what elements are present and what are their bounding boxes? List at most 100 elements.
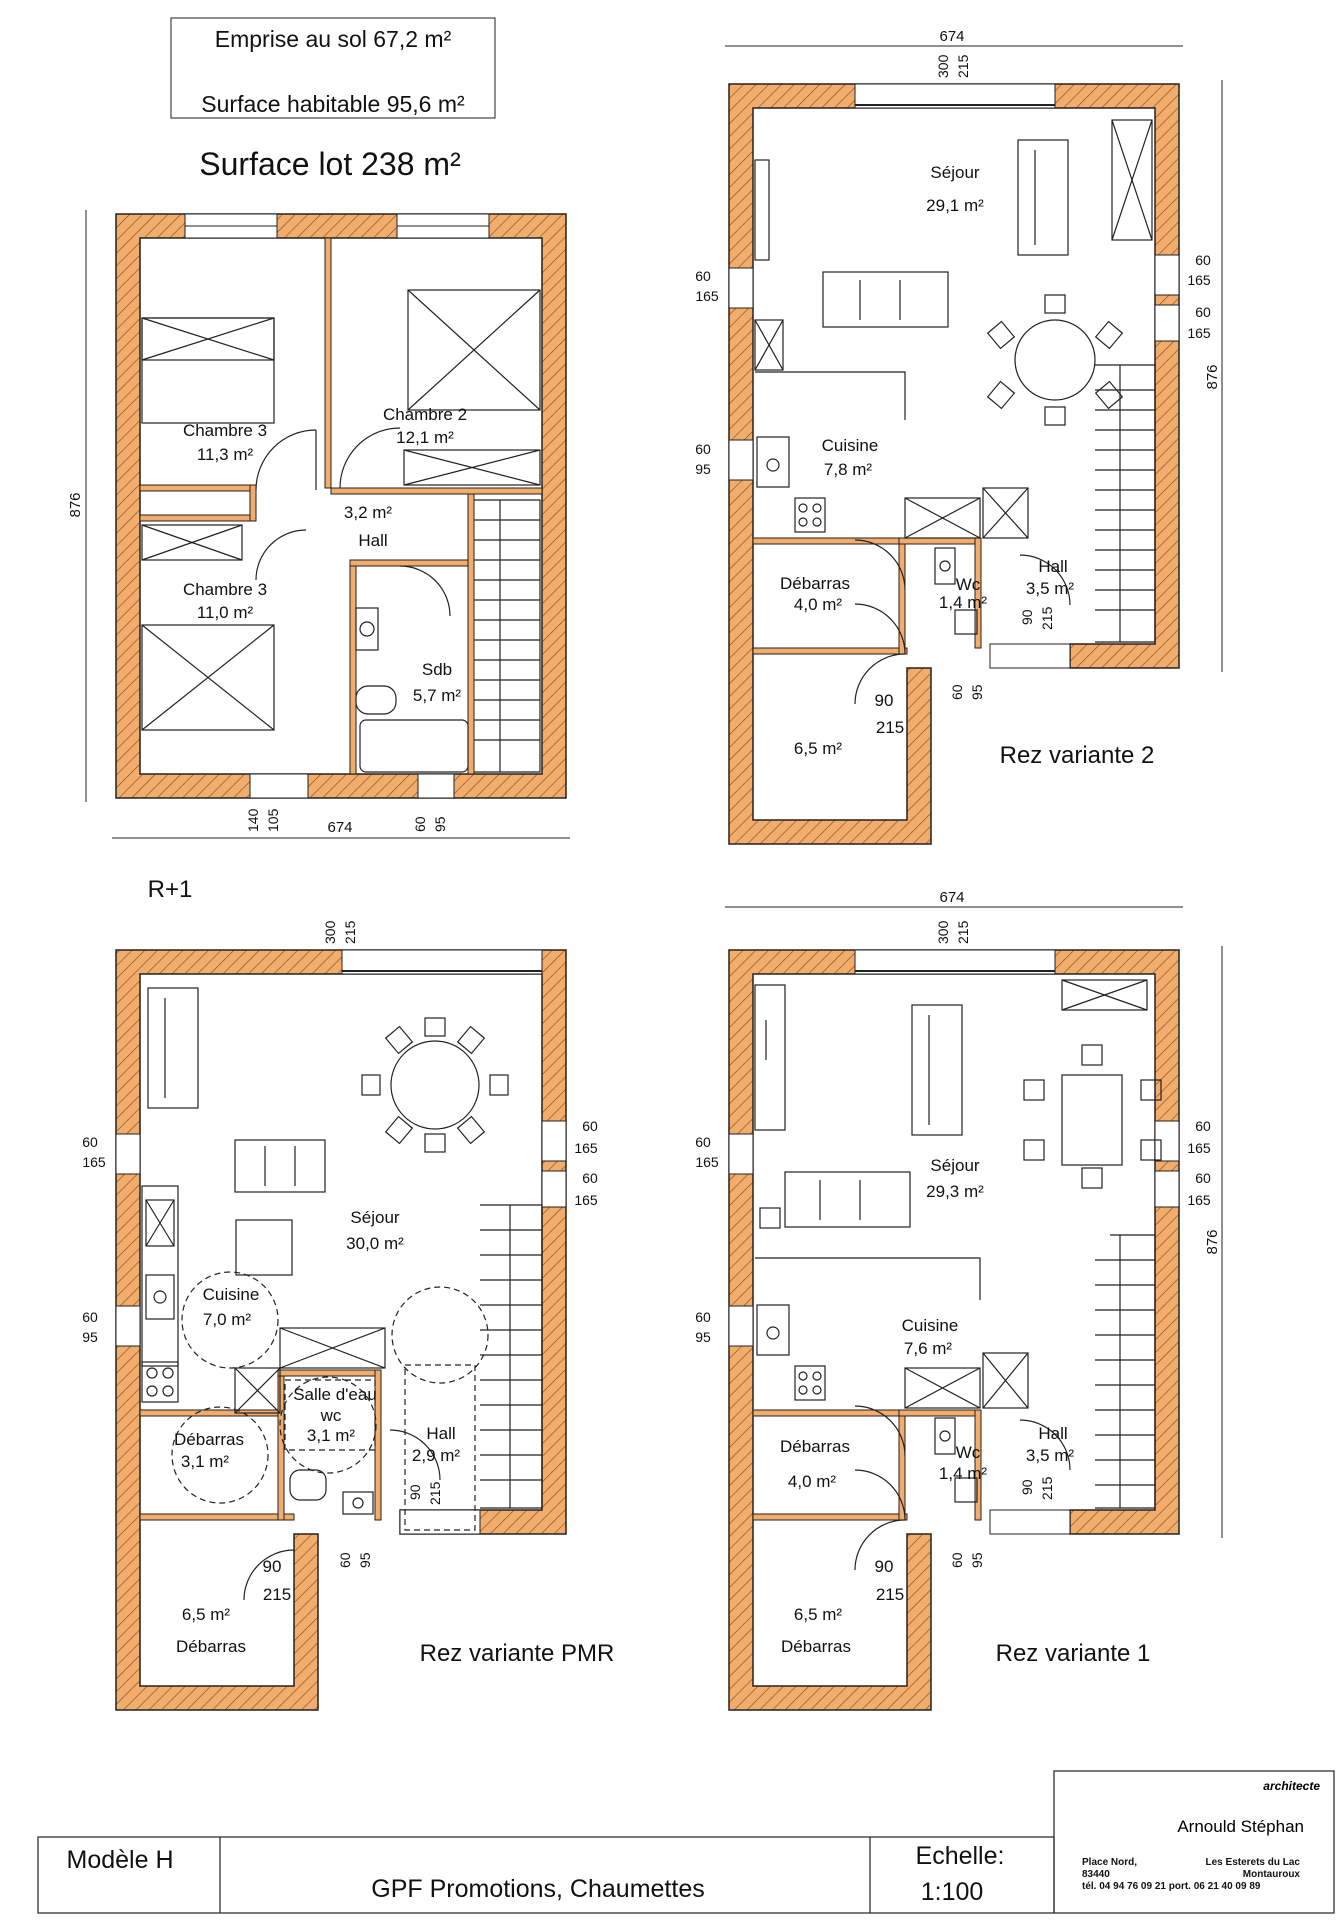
r1-room-name: Hall xyxy=(358,531,387,550)
surface-box xyxy=(170,17,496,119)
v1-room-name: Débarras xyxy=(781,1637,851,1656)
pmr-opening-w: 60 xyxy=(337,1552,353,1568)
pmr-opening-h: 165 xyxy=(574,1192,598,1208)
v2-room-name: Cuisine xyxy=(822,436,879,455)
v1-opening-h: 165 xyxy=(695,1154,719,1170)
v1-opening-w: 60 xyxy=(1195,1118,1211,1134)
pmr-opening-w: 60 xyxy=(82,1309,98,1325)
v1-opening-h: 95 xyxy=(969,1552,985,1568)
r1-window xyxy=(249,773,309,799)
v2-room-area: 3,5 m² xyxy=(1026,579,1075,598)
architect-name: Arnould Stéphan xyxy=(1177,1817,1304,1836)
v2-opening-w: 60 xyxy=(1195,252,1211,268)
r1-room-area: 12,1 m² xyxy=(396,428,454,447)
v2-room-name: Wc xyxy=(956,575,981,594)
v2-door xyxy=(989,643,1071,669)
surface-lot-text: Surface lot 238 m² xyxy=(199,146,461,182)
v2-opening-h: 215 xyxy=(1039,606,1055,630)
v2-room-area: 7,8 m² xyxy=(824,460,873,479)
surface-habitable-text: Surface habitable 95,6 m² xyxy=(201,91,465,117)
pmr-room-name: Salle d'eau xyxy=(293,1385,377,1404)
v1-opening-w: 60 xyxy=(695,1134,711,1150)
address-left-2: 83440 xyxy=(1082,1869,1110,1880)
v1-window xyxy=(1154,1120,1180,1162)
r1-room-area: 11,3 m² xyxy=(197,445,254,464)
v2-window xyxy=(728,439,754,481)
v2-height-dim: 876 xyxy=(1204,364,1221,389)
v1-door-h: 215 xyxy=(876,1585,904,1604)
v1-opening-w: 60 xyxy=(695,1309,711,1325)
r1-room-name: Sdb xyxy=(422,660,452,679)
pmr-room-area: 3,1 m² xyxy=(307,1426,356,1445)
v1-title: Rez variante 1 xyxy=(996,1640,1151,1667)
v1-opening-w: 60 xyxy=(949,1552,965,1568)
r1-opening-h: 95 xyxy=(432,816,448,832)
v2-window xyxy=(1154,254,1180,296)
v2-top-h: 215 xyxy=(955,54,971,78)
pmr-door-h: 215 xyxy=(263,1585,291,1604)
v1-room-area: 1,4 m² xyxy=(939,1464,988,1483)
r1-room-area: 11,0 m² xyxy=(197,603,254,622)
plan-r1: Chambre 3 11,3 m² Chambre 2 12,1 m² 3,2 … xyxy=(67,210,570,903)
r1-opening-w: 140 xyxy=(245,808,261,832)
v2-opening-h: 165 xyxy=(695,288,719,304)
v2-top-w: 300 xyxy=(935,54,951,78)
v1-opening-h: 165 xyxy=(1187,1192,1211,1208)
plan-v1: Séjour 29,3 m² Cuisine 7,6 m² Débarras 4… xyxy=(695,889,1223,1711)
v1-room-area: 29,3 m² xyxy=(926,1182,984,1201)
r1-room-name: Chambre 3 xyxy=(183,580,267,599)
r1-outer-walls xyxy=(115,213,567,799)
plan-v2: Séjour 29,1 m² Cuisine 7,8 m² Débarras 4… xyxy=(695,28,1223,845)
pmr-room-area: 3,1 m² xyxy=(181,1452,230,1471)
pmr-room-name: Séjour xyxy=(350,1208,399,1227)
v1-window xyxy=(1154,1170,1180,1208)
phone: tél. 04 94 76 09 21 port. 06 21 40 09 89 xyxy=(1082,1881,1261,1892)
v1-room-name: Débarras xyxy=(780,1437,850,1456)
v1-door-w: 90 xyxy=(875,1557,894,1576)
v2-opening-w: 90 xyxy=(1019,609,1035,625)
pmr-room-area: 7,0 m² xyxy=(203,1310,252,1329)
pmr-top-w: 300 xyxy=(322,920,338,944)
r1-opening-w: 60 xyxy=(412,816,428,832)
address-left-1: Place Nord, xyxy=(1082,1857,1137,1868)
v1-room-name: Hall xyxy=(1038,1424,1067,1443)
pmr-opening-w: 60 xyxy=(582,1170,598,1186)
v2-window xyxy=(1154,304,1180,342)
v2-door-w: 90 xyxy=(875,691,894,710)
v1-opening-h: 165 xyxy=(1187,1140,1211,1156)
pmr-opening-w: 90 xyxy=(407,1484,423,1500)
v2-room-name: Débarras xyxy=(780,574,850,593)
v2-opening-h: 95 xyxy=(695,461,711,477)
pmr-opening-h: 165 xyxy=(574,1140,598,1156)
v1-window xyxy=(728,1133,754,1175)
pmr-window xyxy=(115,1133,141,1175)
pmr-window xyxy=(541,1170,567,1208)
v2-opening-w: 60 xyxy=(695,268,711,284)
v2-room-area: 29,1 m² xyxy=(926,196,984,215)
v1-room-area: 4,0 m² xyxy=(788,1472,837,1491)
v2-opening-w: 60 xyxy=(1195,304,1211,320)
v1-room-name: Séjour xyxy=(930,1156,979,1175)
v1-window xyxy=(728,1305,754,1347)
v2-room-area: 1,4 m² xyxy=(939,593,988,612)
title-block: architecte Arnould Stéphan Place Nord, 8… xyxy=(37,1770,1335,1914)
pmr-room-area: 6,5 m² xyxy=(182,1605,231,1624)
v2-opening-w: 60 xyxy=(695,441,711,457)
v1-opening-h: 95 xyxy=(695,1329,711,1345)
v1-door xyxy=(989,1509,1071,1535)
pmr-door-w: 90 xyxy=(263,1557,282,1576)
scale-value: 1:100 xyxy=(921,1878,984,1906)
address-right-2: Montauroux xyxy=(1243,1869,1301,1880)
v2-room-name: Hall xyxy=(1038,557,1067,576)
pmr-room-area: 30,0 m² xyxy=(346,1234,404,1253)
r1-title: R+1 xyxy=(148,876,193,903)
v1-outer-walls xyxy=(728,949,1180,1711)
v2-opening-w: 60 xyxy=(949,684,965,700)
v1-opening-h: 215 xyxy=(1039,1476,1055,1500)
pmr-opening-h: 95 xyxy=(82,1329,98,1345)
pmr-window xyxy=(115,1305,141,1347)
v1-top-h: 215 xyxy=(955,920,971,944)
v1-top-w: 300 xyxy=(935,920,951,944)
v2-window xyxy=(728,267,754,309)
v1-room-area: 7,6 m² xyxy=(904,1339,953,1358)
